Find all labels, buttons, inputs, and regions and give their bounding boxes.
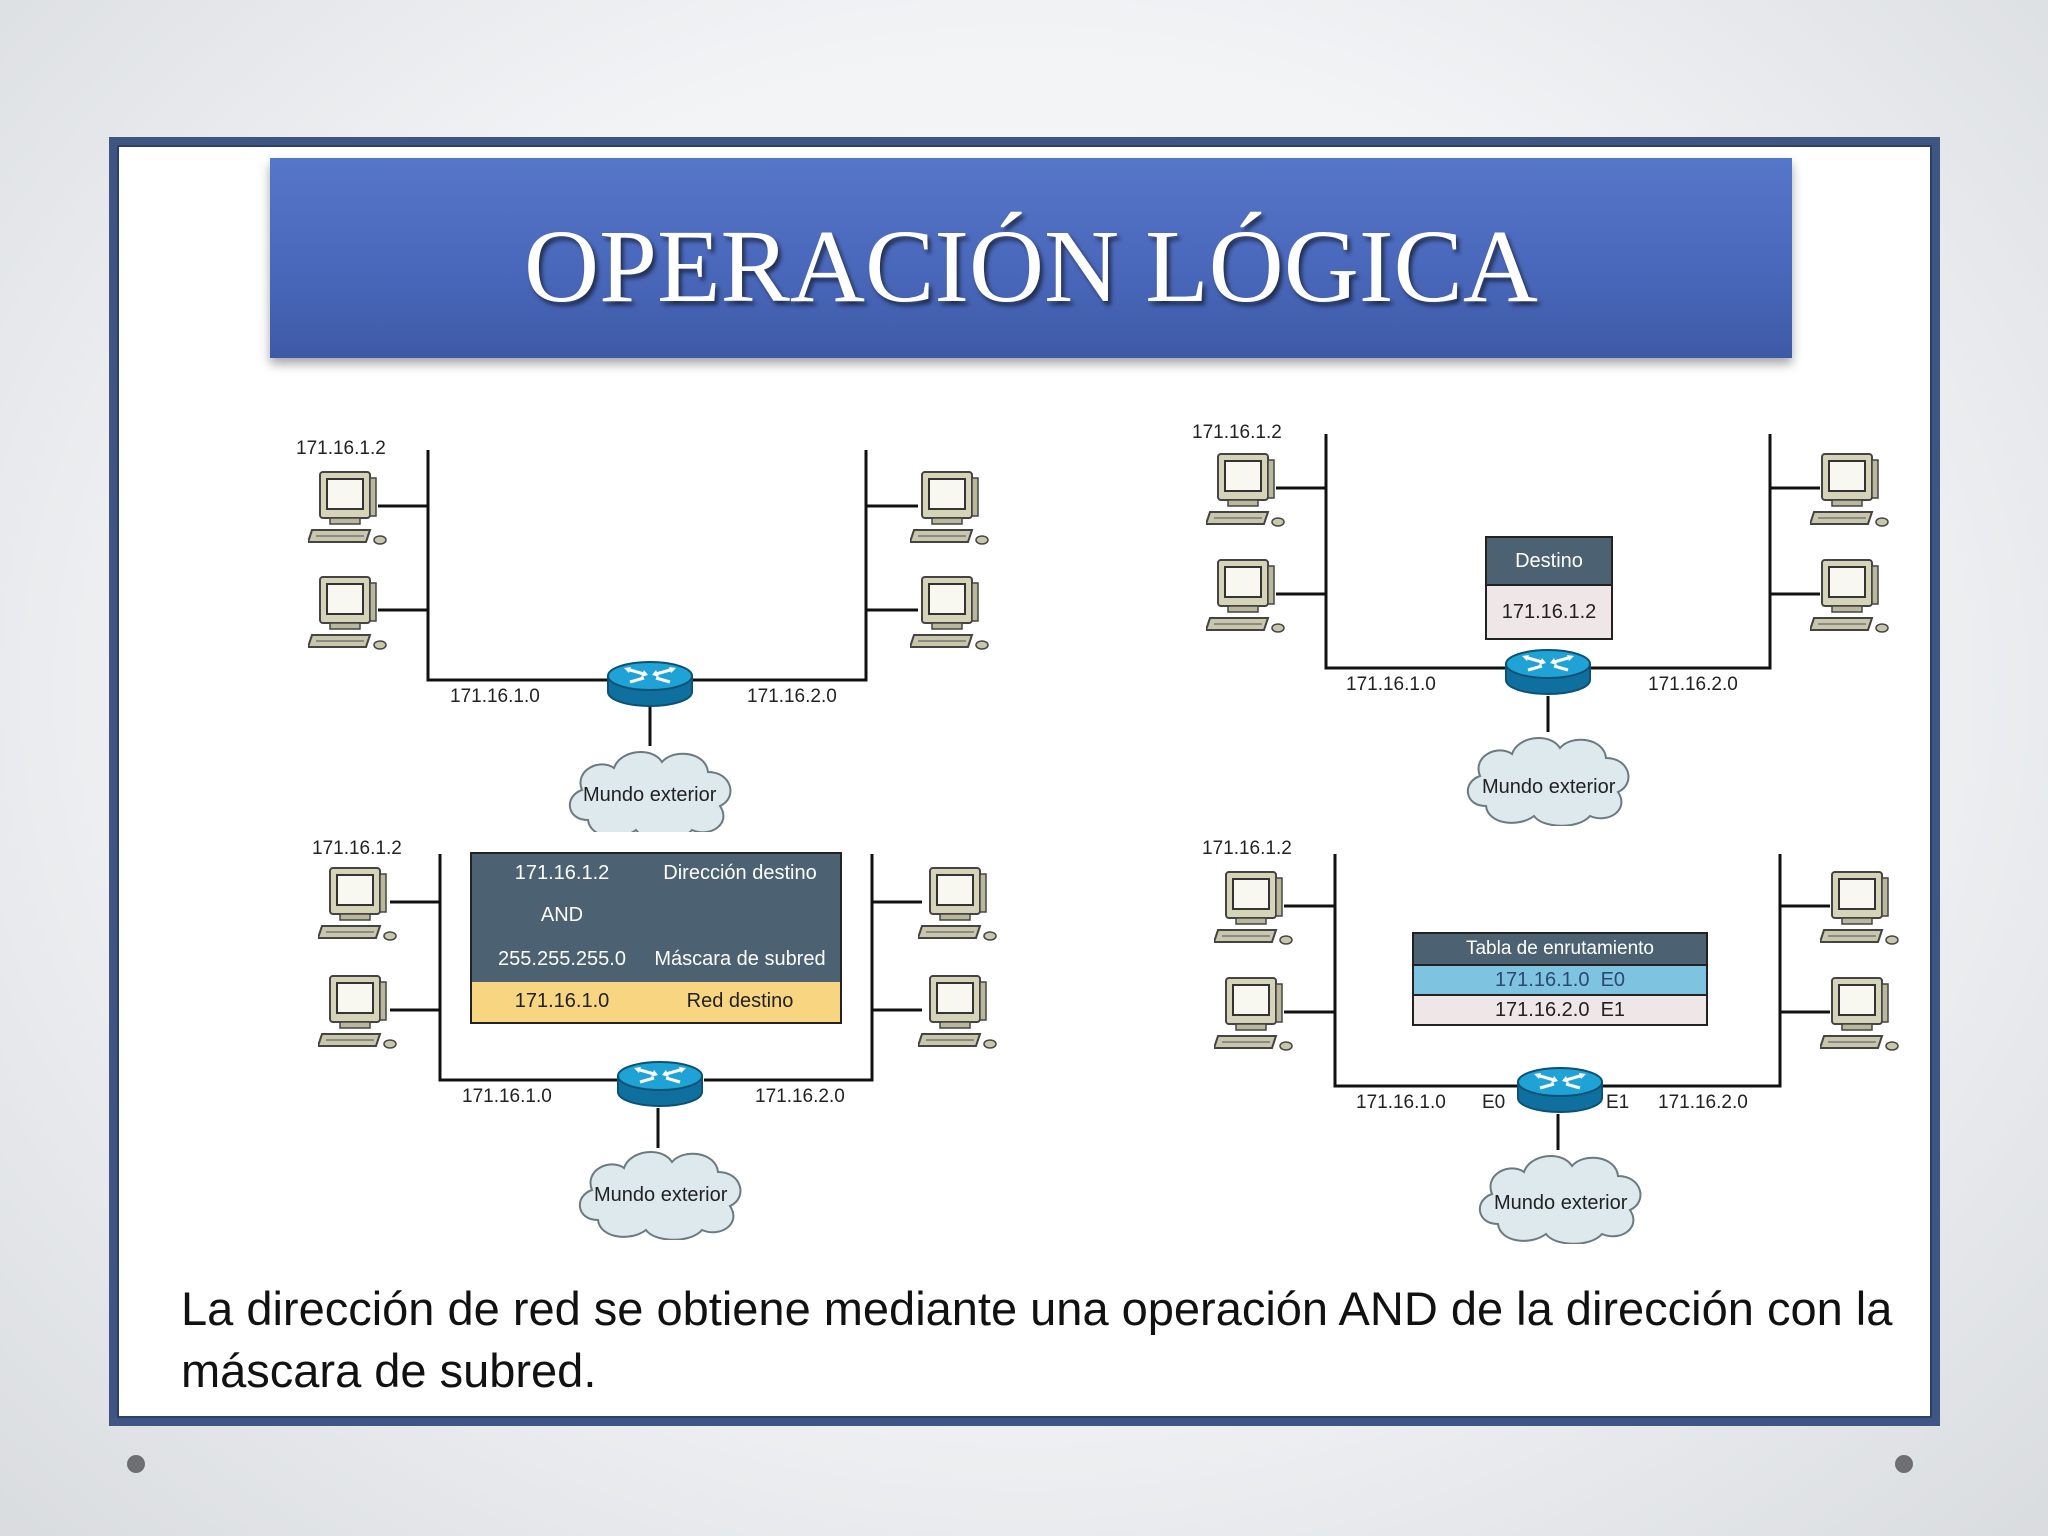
title-banner: OPERACIÓN LÓGICA [270,158,1792,358]
and-row-right-1: Dirección destino [663,862,817,884]
and-row-right-4: Red destino [686,990,794,1012]
destino-box: Destino 171.16.1.2 [1485,536,1613,640]
host-ip-label: 171.16.1.2 [296,438,386,459]
slide-decoration-dot [1895,1455,1913,1473]
left-interface-label: E0 [1482,1092,1506,1113]
cloud-label: Mundo exterior [1494,1192,1628,1214]
slide-title: OPERACIÓN LÓGICA [524,208,1538,324]
left-network-label: 171.16.1.0 [450,686,540,707]
diagram-destination: Destino 171.16.1.2 171.16.1.2 171.16.1.0… [1180,416,1908,830]
host-ip-label: 171.16.1.2 [1202,838,1292,859]
and-row-left-2: AND [540,904,584,926]
cloud-label: Mundo exterior [1482,776,1616,798]
left-network-label: 171.16.1.0 [1346,674,1436,695]
right-interface-label: E1 [1606,1092,1630,1113]
and-row-right-3: Máscara de subred [654,948,826,970]
host-ip-label: 171.16.1.2 [312,838,402,859]
slide-decoration-dot [127,1455,145,1473]
red-destino-row: 171.16.1.0 Red destino [470,982,842,1024]
right-network-label: 171.16.2.0 [755,1086,845,1107]
destino-value: 171.16.1.2 [1487,584,1611,638]
routing-table-row: 171.16.2.0 E1 [1414,994,1706,1024]
right-network-label: 171.16.2.0 [1658,1092,1748,1113]
diagram-routing-table: Tabla de enrutamiento 171.16.1.0 E0 171.… [1188,832,1916,1264]
destino-header: Destino [1487,538,1611,584]
left-network-label: 171.16.1.0 [462,1086,552,1107]
host-ip-label: 171.16.1.2 [1192,422,1282,443]
right-network-label: 171.16.2.0 [1648,674,1738,695]
and-row-left-4: 171.16.1.0 [514,990,610,1012]
network-lines [1284,854,1830,1150]
slide-caption: La dirección de red se obtiene mediante … [181,1282,1893,1397]
network-lines [1276,434,1820,732]
diagram-and-operation: 171.16.1.2 Dirección destino AND 255.255… [308,832,1020,1252]
and-row-left-1: 171.16.1.2 [514,862,610,884]
and-row-left-3: 255.255.255.0 [498,948,626,970]
and-operation-box: 171.16.1.2 Dirección destino AND 255.255… [470,852,842,988]
routing-table: Tabla de enrutamiento 171.16.1.0 E0 171.… [1412,932,1708,1026]
network-lines [390,854,922,1148]
cloud-label: Mundo exterior [583,784,717,806]
routing-table-row: 171.16.1.0 E0 [1414,964,1706,994]
network-lines [378,450,918,746]
left-network-label: 171.16.1.0 [1356,1092,1446,1113]
diagram-basic-network: 171.16.1.2 171.16.1.0 171.16.2.0 Mundo e… [290,430,1010,840]
cloud-label: Mundo exterior [594,1184,728,1206]
routing-table-header: Tabla de enrutamiento [1414,934,1706,964]
right-network-label: 171.16.2.0 [747,686,837,707]
